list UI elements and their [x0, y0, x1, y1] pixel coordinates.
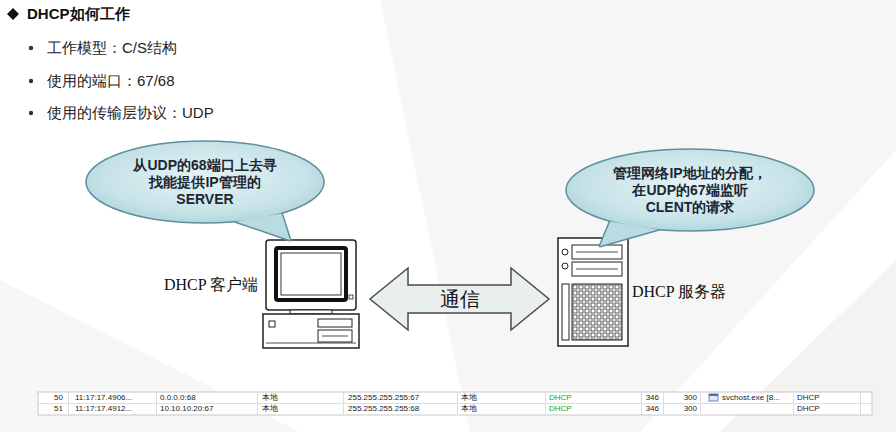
host-label: DHCP 客户端 — [164, 276, 258, 294]
bubble-tail-fill — [236, 213, 290, 240]
background-shape — [380, 0, 896, 432]
table-cell: 255.255.255.255:68 — [348, 404, 419, 414]
column-line — [545, 392, 546, 415]
bullet-dot — [29, 111, 33, 115]
table-cell: 本地 — [262, 404, 278, 414]
drive-bay — [572, 245, 622, 259]
bubble-text: 管理网络IP地址的分配，在UDP的67端监听CLENT的请求 — [610, 165, 770, 216]
drive-slot — [318, 319, 352, 327]
tower-panel — [562, 284, 569, 340]
edge-label: 通信 — [438, 288, 482, 310]
column-line — [343, 392, 344, 415]
table-cell: 346 — [646, 393, 659, 403]
drive-line — [322, 336, 348, 337]
column-line — [700, 392, 701, 415]
drive-line — [576, 252, 618, 253]
bullet-text: 使用的端口：67/68 — [47, 71, 175, 91]
tower-button — [562, 263, 568, 269]
host-label: DHCP 服务器 — [632, 283, 726, 301]
tower-case — [558, 238, 628, 346]
bullet-text: 工作模型：C/S结构 — [47, 38, 177, 58]
monitor-case — [266, 240, 356, 310]
column-line — [457, 392, 458, 415]
table-cell: 300 — [684, 393, 697, 403]
monitor-bezel — [276, 248, 346, 300]
table-cell: 0.0.0.0:68 — [160, 393, 196, 403]
table-cell: 本地 — [461, 404, 477, 414]
table-cell: 本地 — [262, 393, 278, 403]
host-node: DHCP 服务器 — [549, 236, 726, 351]
power-button — [269, 321, 275, 327]
block-arrow — [370, 268, 549, 330]
table-cell: DHCP — [797, 393, 820, 403]
speech-bubble: 管理网络IP地址的分配，在UDP的67端监听CLENT的请求 — [565, 148, 815, 232]
tower-grille — [572, 284, 622, 340]
bubble-text: 从UDP的68端口上去寻找能提供IP管理的SERVER — [130, 157, 280, 208]
column-line — [663, 392, 664, 415]
speech-bubble: 从UDP的68端口上去寻找能提供IP管理的SERVER — [85, 140, 325, 224]
column-line — [156, 392, 157, 415]
monitor-knob — [349, 295, 353, 299]
client-computer — [263, 240, 359, 348]
table-cell: 11:17:17.4912... — [75, 404, 132, 414]
bullet-dot — [29, 79, 33, 83]
drive-bay — [572, 262, 622, 276]
capture-table — [38, 392, 872, 415]
row-line — [38, 403, 872, 404]
table-cell: 255.255.255.255:67 — [348, 393, 419, 403]
desktop-case — [263, 314, 359, 348]
title-diamond — [7, 8, 19, 20]
bubble-tail-fill — [600, 221, 658, 246]
bubble-ellipse — [566, 149, 814, 231]
table-cell: 本地 — [461, 393, 477, 403]
process-icon — [709, 394, 718, 401]
bullet-text: 使用的传输层协议：UDP — [47, 103, 214, 123]
process-icon-bar — [709, 394, 718, 396]
table-cell: 346 — [646, 404, 659, 414]
host-node: DHCP 客户端 — [164, 236, 370, 351]
table-cell: 51 — [54, 404, 63, 414]
table-cell: DHCP — [549, 404, 572, 414]
column-line — [257, 392, 258, 415]
bubble-ellipse — [86, 141, 324, 223]
table-cell: 11:17:17.4906... — [75, 393, 132, 403]
table-cell: 300 — [684, 404, 697, 414]
drive-line — [576, 269, 618, 270]
column-line — [68, 392, 69, 415]
table-cell: DHCP — [549, 393, 572, 403]
table-frame — [38, 392, 872, 415]
table-cell: svchost.exe [8... — [722, 393, 780, 403]
drive-bay — [318, 330, 352, 342]
server-tower — [558, 238, 628, 346]
table-cell: 50 — [54, 393, 63, 403]
case-line — [266, 343, 356, 344]
column-line — [793, 392, 794, 415]
monitor-screen — [281, 253, 341, 295]
column-line — [860, 392, 861, 415]
slide-title: DHCP如何工作 — [27, 5, 130, 23]
bullet-dot — [29, 46, 33, 50]
column-line — [641, 392, 642, 415]
table-cell: DHCP — [797, 404, 820, 414]
table-cell: 10.10.10.20:67 — [160, 404, 213, 414]
tower-button — [562, 249, 568, 255]
